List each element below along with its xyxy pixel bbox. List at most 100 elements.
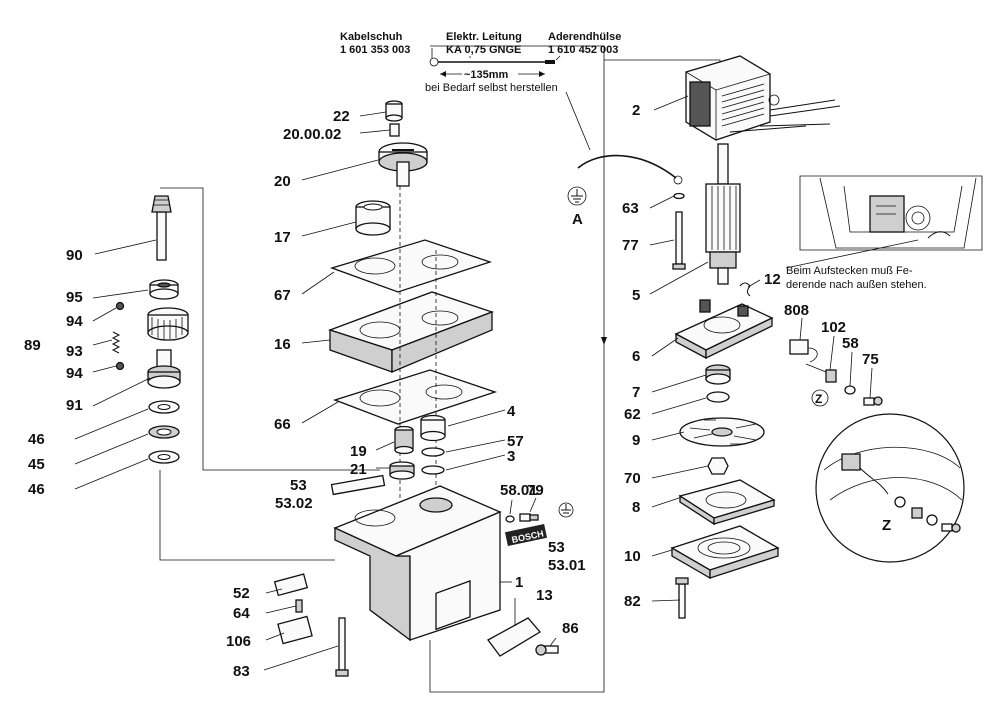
label-91: 91 (66, 397, 83, 414)
label-67: 67 (274, 287, 291, 304)
label-75: 75 (862, 351, 879, 368)
ground-symbol-small-icon (558, 502, 574, 518)
label-808: 808 (784, 302, 809, 319)
label-7: 7 (632, 384, 640, 401)
label-53-01: 53.01 (548, 557, 586, 574)
brush-808-part (789, 339, 809, 355)
housing-1-part (333, 485, 502, 642)
ground-label: A (572, 211, 583, 228)
label-5: 5 (632, 287, 640, 304)
aderend-label: Aderendhülse (548, 31, 621, 43)
plate-8-part (678, 479, 776, 526)
label-52: 52 (233, 585, 250, 602)
bearing-7-part (705, 364, 731, 385)
leitung-label: Elektr. Leitung (446, 31, 522, 43)
leitung-spec: KA 0,75 GNGE (446, 44, 521, 56)
ground-wire (577, 154, 677, 179)
gear-21-part (389, 461, 415, 480)
holder-102-part (825, 369, 837, 383)
washer-46a-part (148, 400, 180, 414)
label-82: 82 (624, 593, 641, 610)
label-79: 79 (527, 482, 544, 499)
label-63: 63 (622, 200, 639, 217)
assembly-line-left (160, 187, 380, 471)
label-86: 86 (562, 620, 579, 637)
kabelschuh-label: Kabelschuh (340, 31, 403, 43)
armature-5-part (705, 143, 741, 285)
gasket-67-part (329, 239, 493, 293)
cover-16-part (328, 291, 494, 373)
screw-82-part (675, 577, 689, 619)
ball-94a-part (115, 301, 125, 311)
gear-20-part (378, 142, 428, 187)
label-66: 66 (274, 416, 291, 433)
cable-lug-icon (429, 57, 439, 67)
bearing-4-part (420, 414, 446, 442)
inset-detail-z (815, 413, 965, 563)
gear-89-part (147, 307, 189, 341)
detail-z-circle (811, 389, 829, 407)
label-95: 95 (66, 289, 83, 306)
spring-12-part (739, 282, 751, 297)
label-62: 62 (624, 406, 641, 423)
washer-63-part (673, 192, 685, 200)
ferrule-icon (545, 60, 555, 64)
washer-62-part (706, 391, 730, 403)
washer-57-part (421, 447, 445, 457)
field-coil-2-part (685, 55, 841, 141)
washer-58-01-part (505, 515, 515, 523)
spring-note-line2: derende nach außen stehen. (786, 279, 927, 291)
label-13: 13 (536, 587, 553, 604)
fan-cover-10-part (670, 525, 780, 580)
washer-3-part (421, 465, 445, 475)
label-4: 4 (507, 403, 516, 420)
inset-spring-detail (799, 175, 983, 251)
label-22: 22 (333, 108, 350, 125)
aderend-number: 1 610 452 003 (548, 44, 618, 56)
sleeve-22-part (385, 100, 403, 122)
screw-83-part (335, 617, 349, 677)
brush-plate-6-part (674, 299, 774, 360)
label-70: 70 (624, 470, 641, 487)
self-make-note: bei Bedarf selbst herstellen (425, 82, 558, 94)
label-46b: 46 (28, 481, 45, 498)
cable-length: ~135mm (464, 69, 509, 81)
label-21: 21 (350, 461, 367, 478)
label-20-00-02: 20.00.02 (283, 126, 341, 143)
label-53b: 53 (548, 539, 565, 556)
nut-70-part (707, 457, 729, 475)
label-53: 53 (290, 477, 307, 494)
label-102: 102 (821, 319, 846, 336)
plate-52-part (273, 573, 309, 597)
label-20: 20 (274, 173, 291, 190)
bearing-45-part (148, 425, 180, 439)
label-58-01: 58.01 (500, 482, 538, 499)
label-94a: 94 (66, 313, 83, 330)
cover-13-part (487, 617, 541, 657)
hub-91-part (147, 349, 181, 389)
label-1: 1 (515, 574, 523, 591)
assembly-line-right (429, 45, 605, 693)
label-77: 77 (622, 237, 639, 254)
needle-bearing-17-part (355, 200, 391, 236)
label-2: 2 (632, 102, 640, 119)
washer-46b-part (148, 450, 180, 464)
label-9: 9 (632, 432, 640, 449)
label-46a: 46 (28, 431, 45, 448)
label-93: 93 (66, 343, 83, 360)
gasket-66-part (333, 369, 498, 425)
ground-symbol-icon (567, 186, 587, 206)
label-3: 3 (507, 448, 515, 465)
label-strip-53-02-part (330, 474, 386, 496)
label-10: 10 (624, 548, 641, 565)
screw-86-part (535, 644, 559, 656)
label-17: 17 (274, 229, 291, 246)
detail-marker-large: Z (882, 517, 891, 534)
label-64: 64 (233, 605, 250, 622)
screw-77-part (672, 211, 686, 270)
label-45: 45 (28, 456, 45, 473)
label-16: 16 (274, 336, 291, 353)
washer-58-part (844, 385, 856, 395)
